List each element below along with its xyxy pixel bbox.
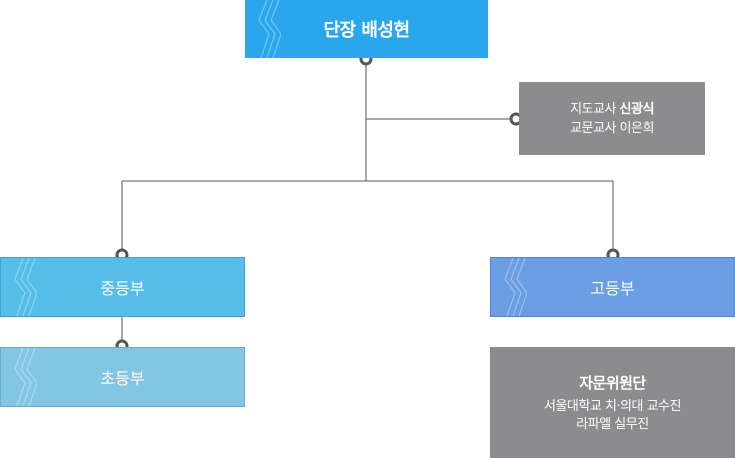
advisory-line-1: 서울대학교 치·의대 교수진 bbox=[544, 398, 681, 414]
middle-school-label: 중등부 bbox=[100, 279, 145, 298]
teacher-line-1: 지도교사 신광식 bbox=[570, 100, 654, 119]
high-school-label: 고등부 bbox=[590, 279, 635, 298]
zigzag-decoration-icon bbox=[14, 348, 37, 406]
middle-school-box: 중등부 bbox=[0, 257, 245, 317]
teacher-role-1: 지도교사 bbox=[570, 101, 616, 117]
high-school-box: 고등부 bbox=[490, 257, 735, 317]
elementary-school-box: 초등부 bbox=[0, 347, 245, 407]
teacher-line-2: 교문교사 이은희 bbox=[570, 119, 654, 138]
leader-box: 단장 배성현 bbox=[245, 0, 488, 58]
zigzag-decoration-icon bbox=[258, 0, 281, 58]
advisory-title: 자문위원단 bbox=[579, 373, 646, 392]
teachers-box: 지도교사 신광식 교문교사 이은희 bbox=[519, 82, 705, 155]
teacher-role-2: 교문교사 bbox=[570, 120, 616, 136]
zigzag-decoration-icon bbox=[504, 258, 527, 316]
teacher-name-1: 신광식 bbox=[619, 101, 655, 117]
advisory-committee-box: 자문위원단 서울대학교 치·의대 교수진 라파엘 실무진 bbox=[490, 347, 735, 458]
advisory-line-2: 라파엘 실무진 bbox=[576, 416, 649, 432]
elementary-school-label: 초등부 bbox=[100, 369, 145, 388]
teacher-name-2: 이은희 bbox=[619, 120, 655, 136]
zigzag-decoration-icon bbox=[14, 258, 37, 316]
leader-name: 단장 배성현 bbox=[323, 20, 410, 41]
